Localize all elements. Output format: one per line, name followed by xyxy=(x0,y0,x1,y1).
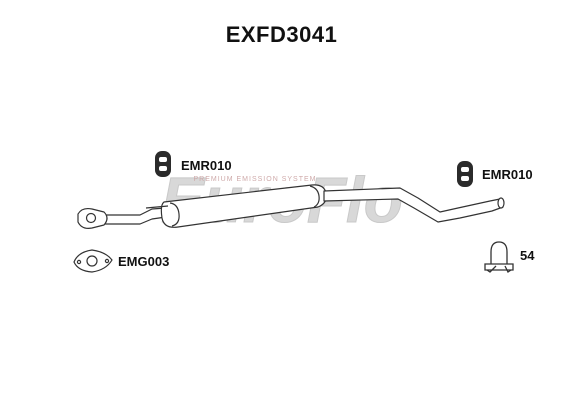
hanger-rod-left xyxy=(145,205,169,209)
outlet-pipe-end xyxy=(497,197,505,209)
rubber-mount-right-icon xyxy=(457,161,473,187)
gasket-label: EMG003 xyxy=(118,254,170,269)
silencer-assembly xyxy=(77,184,505,229)
rubber-mount-left-label: EMR010 xyxy=(181,158,232,173)
u-clamp-label: 54 xyxy=(520,248,535,263)
silencer-end-cap-left xyxy=(169,202,180,227)
silencer-end-cap-right xyxy=(309,185,320,208)
rubber-mount-right-label: EMR010 xyxy=(482,167,533,182)
part-number-title: EXFD3041 xyxy=(225,22,338,47)
silencer-body xyxy=(160,184,327,228)
flange-hole xyxy=(85,212,97,224)
gasket-icon xyxy=(73,249,113,273)
watermark-subtitle: PREMIUM EMISSION SYSTEM xyxy=(194,176,317,183)
rubber-mount-left-icon xyxy=(155,151,171,177)
u-clamp-icon xyxy=(484,241,514,273)
